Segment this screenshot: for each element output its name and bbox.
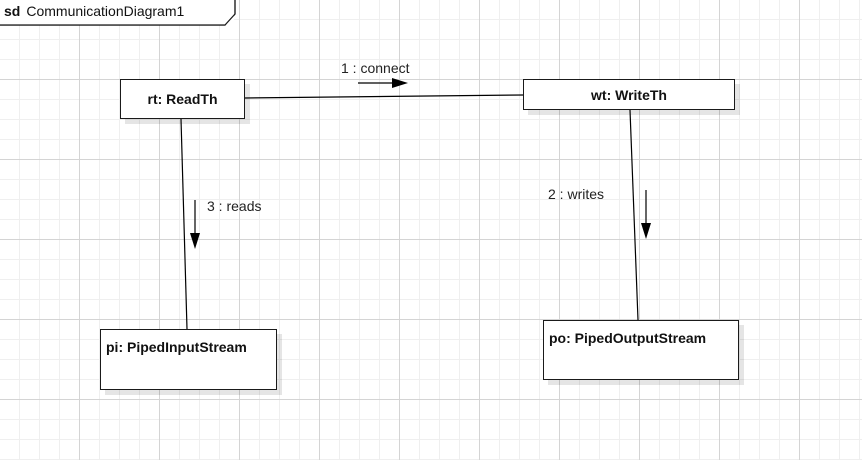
object-piped-input-label: pi: PipedInputStream: [106, 339, 247, 355]
object-write-thread[interactable]: wt: WriteTh: [523, 79, 735, 110]
frame-header: sd CommunicationDiagram1: [0, 0, 184, 24]
link-rt-pi[interactable]: [180, 118, 188, 330]
connect-arrow: [358, 78, 408, 88]
object-write-thread-label: wt: WriteTh: [591, 86, 667, 103]
message-connect-label: 1 : connect: [341, 60, 410, 76]
link-wt-po[interactable]: [629, 109, 639, 321]
message-writes-label: 2 : writes: [548, 186, 605, 202]
frame-title: CommunicationDiagram1: [26, 3, 185, 19]
message-reads-label: 3 : reads: [207, 198, 262, 214]
object-piped-input[interactable]: pi: PipedInputStream: [100, 329, 277, 390]
writes-arrow: [641, 190, 651, 239]
object-read-thread[interactable]: rt: ReadTh: [120, 79, 245, 119]
reads-arrow: [190, 200, 200, 249]
object-piped-output[interactable]: po: PipedOutputStream: [543, 320, 739, 380]
object-read-thread-label: rt: ReadTh: [147, 91, 218, 107]
link-rt-wt[interactable]: [244, 94, 524, 99]
frame-keyword: sd: [4, 3, 21, 19]
object-piped-output-label: po: PipedOutputStream: [549, 330, 707, 346]
